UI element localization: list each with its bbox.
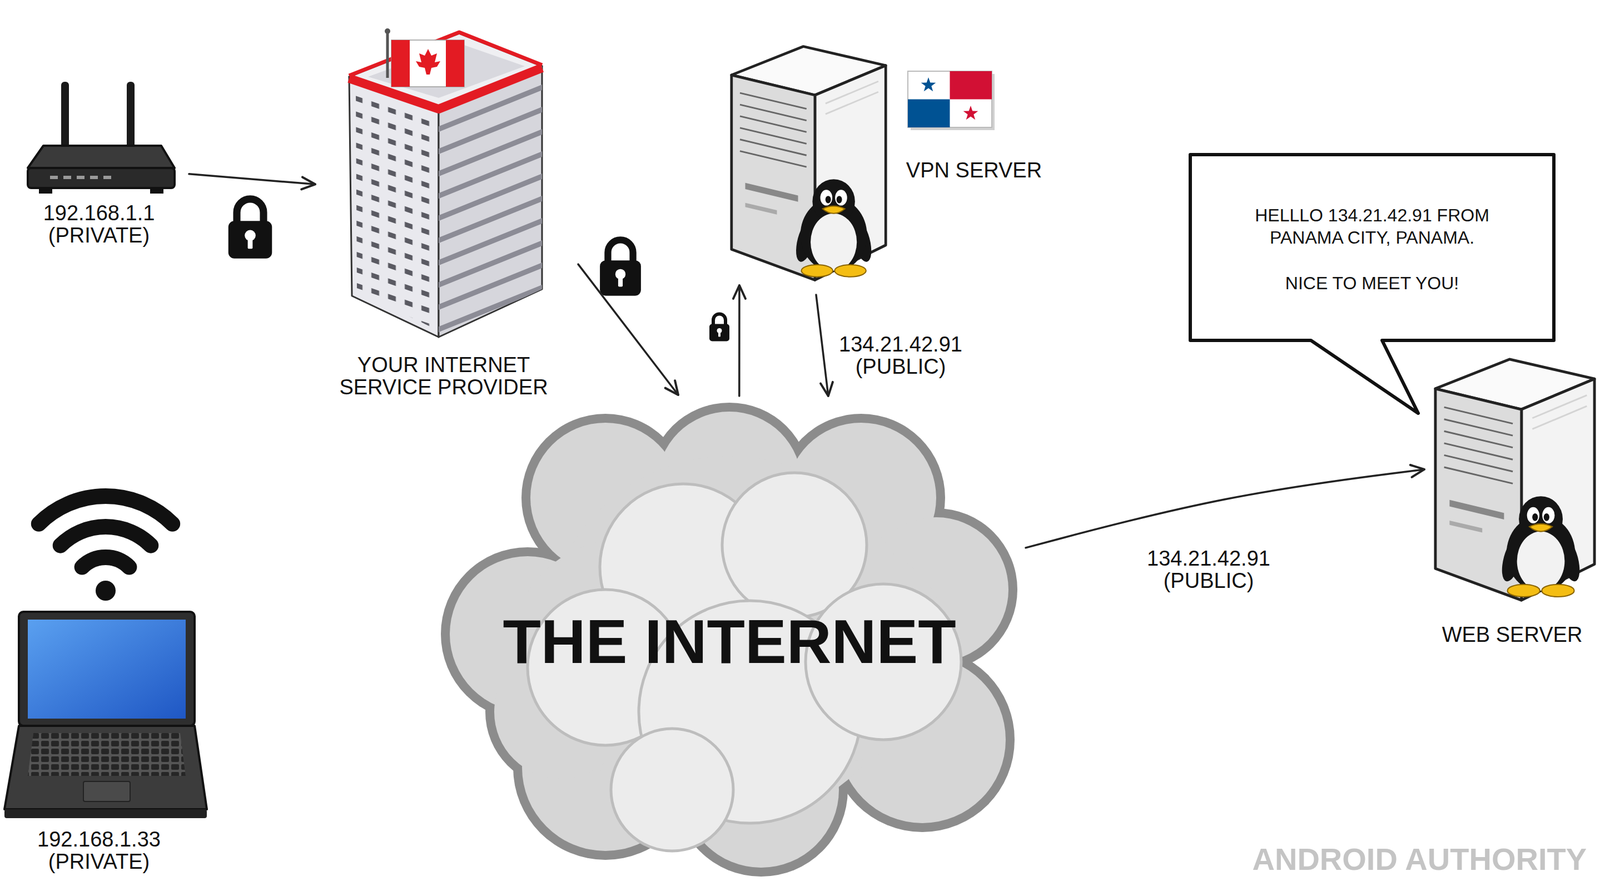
router-icon-part (27, 145, 175, 168)
speech-bubble: HELLLO 134.21.42.91 FROM PANAMA CITY, PA… (1188, 152, 1556, 342)
edge-label: 134.21.42.91 (PUBLIC) (1146, 547, 1271, 593)
cloud-outline-part (440, 402, 1018, 877)
edge-label: 134.21.42.91 (PUBLIC) (838, 333, 963, 379)
wifi-icon-part (60, 526, 152, 546)
router-icon-part (27, 167, 175, 188)
bubble-outline-part (1190, 154, 1554, 414)
node-label: THE INTERNET (502, 607, 956, 676)
isp-building-icon-part (445, 40, 465, 87)
isp-building-icon (349, 28, 543, 337)
node-label: WEB SERVER (1442, 623, 1583, 647)
panama-flag (907, 71, 995, 131)
router-icon (27, 81, 175, 194)
lock-icon (709, 314, 730, 342)
node-label: NICE TO MEET YOU! (1285, 274, 1459, 293)
wifi-icon (38, 495, 173, 601)
connector-arrow (816, 294, 829, 396)
router-icon-part-part (50, 175, 58, 180)
web-server-node: WEB SERVER (1428, 353, 1596, 654)
laptop-icon (4, 611, 207, 818)
node-label: HELLLO 134.21.42.91 FROM PANAMA CITY, PA… (1216, 204, 1528, 249)
router-icon-part-part (90, 175, 98, 180)
router-icon-part-part (76, 175, 85, 180)
web-server-icon (1435, 359, 1595, 600)
panama-flag-part (963, 105, 979, 120)
watermark: ANDROID AUTHORITY (1252, 842, 1587, 876)
router-icon-part-part (63, 175, 72, 180)
wifi-icon-part (82, 557, 130, 568)
connector-arrow (578, 264, 679, 395)
router-icon-part (61, 81, 69, 152)
router-icon-part (150, 187, 164, 194)
cloud-outline-part-part (610, 728, 734, 851)
isp-building-node: YOUR INTERNET SERVICE PROVIDER (319, 13, 573, 402)
lock-icon (599, 239, 642, 296)
laptop-icon-part (27, 732, 186, 776)
vpn-server-node: VPN SERVER (725, 36, 1048, 281)
lock-icon (228, 199, 273, 259)
isp-building-icon-part (384, 28, 391, 34)
laptop-node: 192.168.1.33 (PRIVATE) (4, 611, 211, 878)
laptop-icon-part (27, 732, 186, 776)
panama-flag-part (907, 71, 992, 128)
node-label: VPN SERVER (906, 159, 1042, 182)
node-label: 192.168.1.33 (PRIVATE) (37, 828, 161, 873)
connector-arrow (189, 174, 316, 185)
laptop-icon-part (18, 611, 195, 726)
router-icon-part (126, 81, 135, 152)
isp-building-icon-part (386, 32, 390, 78)
vpn-server-icon (731, 46, 886, 281)
node-label: YOUR INTERNET SERVICE PROVIDER (321, 354, 566, 399)
laptop-icon-part (83, 781, 131, 802)
router-icon-part-part (103, 175, 112, 180)
connector-arrow (738, 285, 741, 396)
laptop-icon-part (27, 619, 186, 719)
isp-building-icon-part (349, 76, 439, 337)
laptop-icon-part (4, 808, 207, 818)
isp-building-icon-part (355, 88, 434, 329)
internet-cloud: THE INTERNET (438, 400, 1021, 879)
panama-flag-part (921, 77, 937, 92)
router-icon-part (38, 187, 53, 194)
router-icon-part (50, 175, 112, 180)
wifi-icon-part (38, 495, 173, 524)
isp-building-icon-part (415, 48, 441, 75)
wifi-icon-part (95, 580, 116, 601)
laptop-icon-part (4, 725, 207, 809)
cloud-outline-part (449, 411, 1009, 868)
isp-building-icon-part (391, 40, 410, 87)
isp-building-icon-part (391, 40, 465, 87)
connector-arrow (1025, 469, 1425, 548)
panama-flag-part (907, 99, 951, 128)
router-node: 192.168.1.1 (PRIVATE) (22, 77, 181, 256)
panama-flag-part (950, 71, 993, 100)
node-label: 192.168.1.1 (PRIVATE) (43, 202, 156, 247)
